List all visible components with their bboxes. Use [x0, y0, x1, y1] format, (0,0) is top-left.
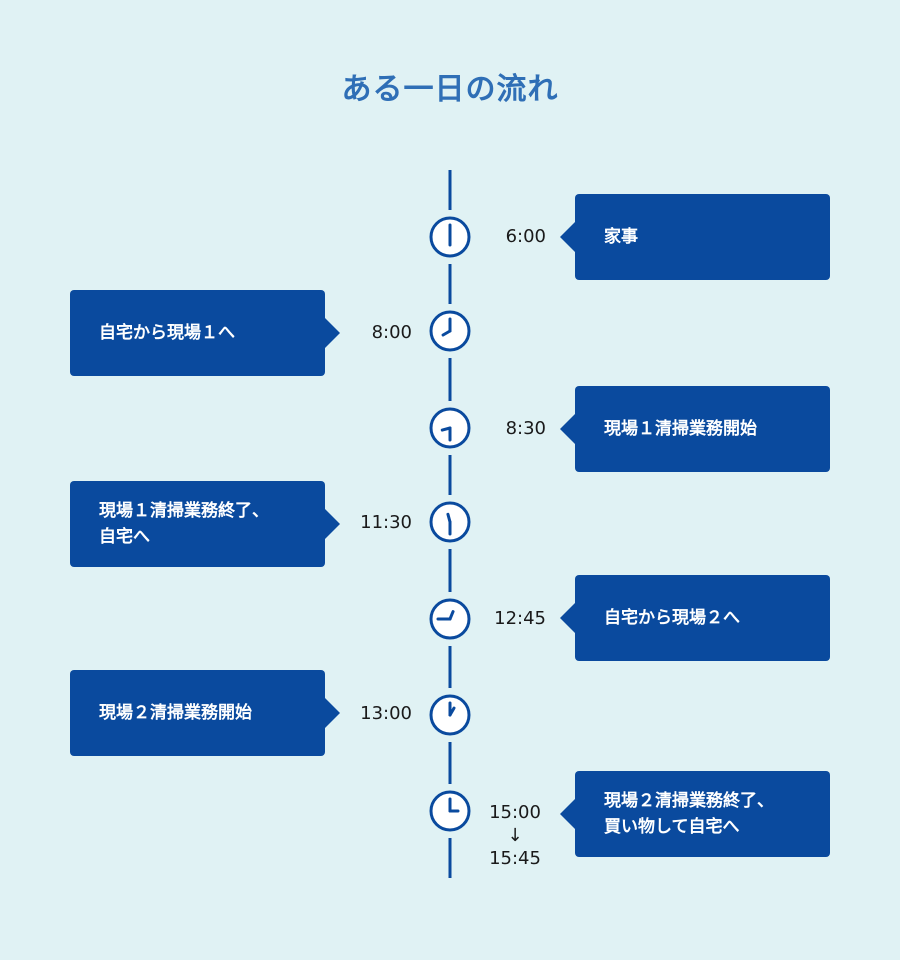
time-range-label: 15:00 ↓ 15:45 — [482, 800, 548, 872]
time-start: 15:00 — [489, 802, 541, 823]
clock-8-30-icon — [429, 407, 471, 449]
event-box-site1-end: 現場１清掃業務終了、 自宅へ — [70, 481, 340, 567]
clock-13-00-icon — [429, 694, 471, 736]
time-label: 8:30 — [505, 418, 546, 439]
clock-15-00-icon — [429, 790, 471, 832]
time-label: 12:45 — [494, 608, 546, 629]
time-label: 13:00 — [360, 703, 412, 724]
down-arrow-icon: ↓ — [507, 825, 523, 846]
event-box-site2-end: 現場２清掃業務終了、 買い物して自宅へ — [560, 771, 830, 857]
time-label: 8:00 — [371, 322, 412, 343]
event-box-home-to-site1: 自宅から現場１へ — [70, 290, 340, 376]
clock-8-00-icon — [429, 310, 471, 352]
event-box-home-to-site2: 自宅から現場２へ — [560, 575, 830, 661]
clock-12-45-icon — [429, 598, 471, 640]
event-box-site2-start: 現場２清掃業務開始 — [70, 670, 340, 756]
event-box-site1-start: 現場１清掃業務開始 — [560, 386, 830, 472]
time-end: 15:45 — [489, 848, 541, 869]
time-label: 11:30 — [360, 512, 412, 533]
time-label: 6:00 — [505, 226, 546, 247]
clock-11-30-icon — [429, 501, 471, 543]
event-box-house-chores: 家事 — [560, 194, 830, 280]
clock-6-00-icon — [429, 216, 471, 258]
page-title: ある一日の流れ — [341, 72, 559, 107]
